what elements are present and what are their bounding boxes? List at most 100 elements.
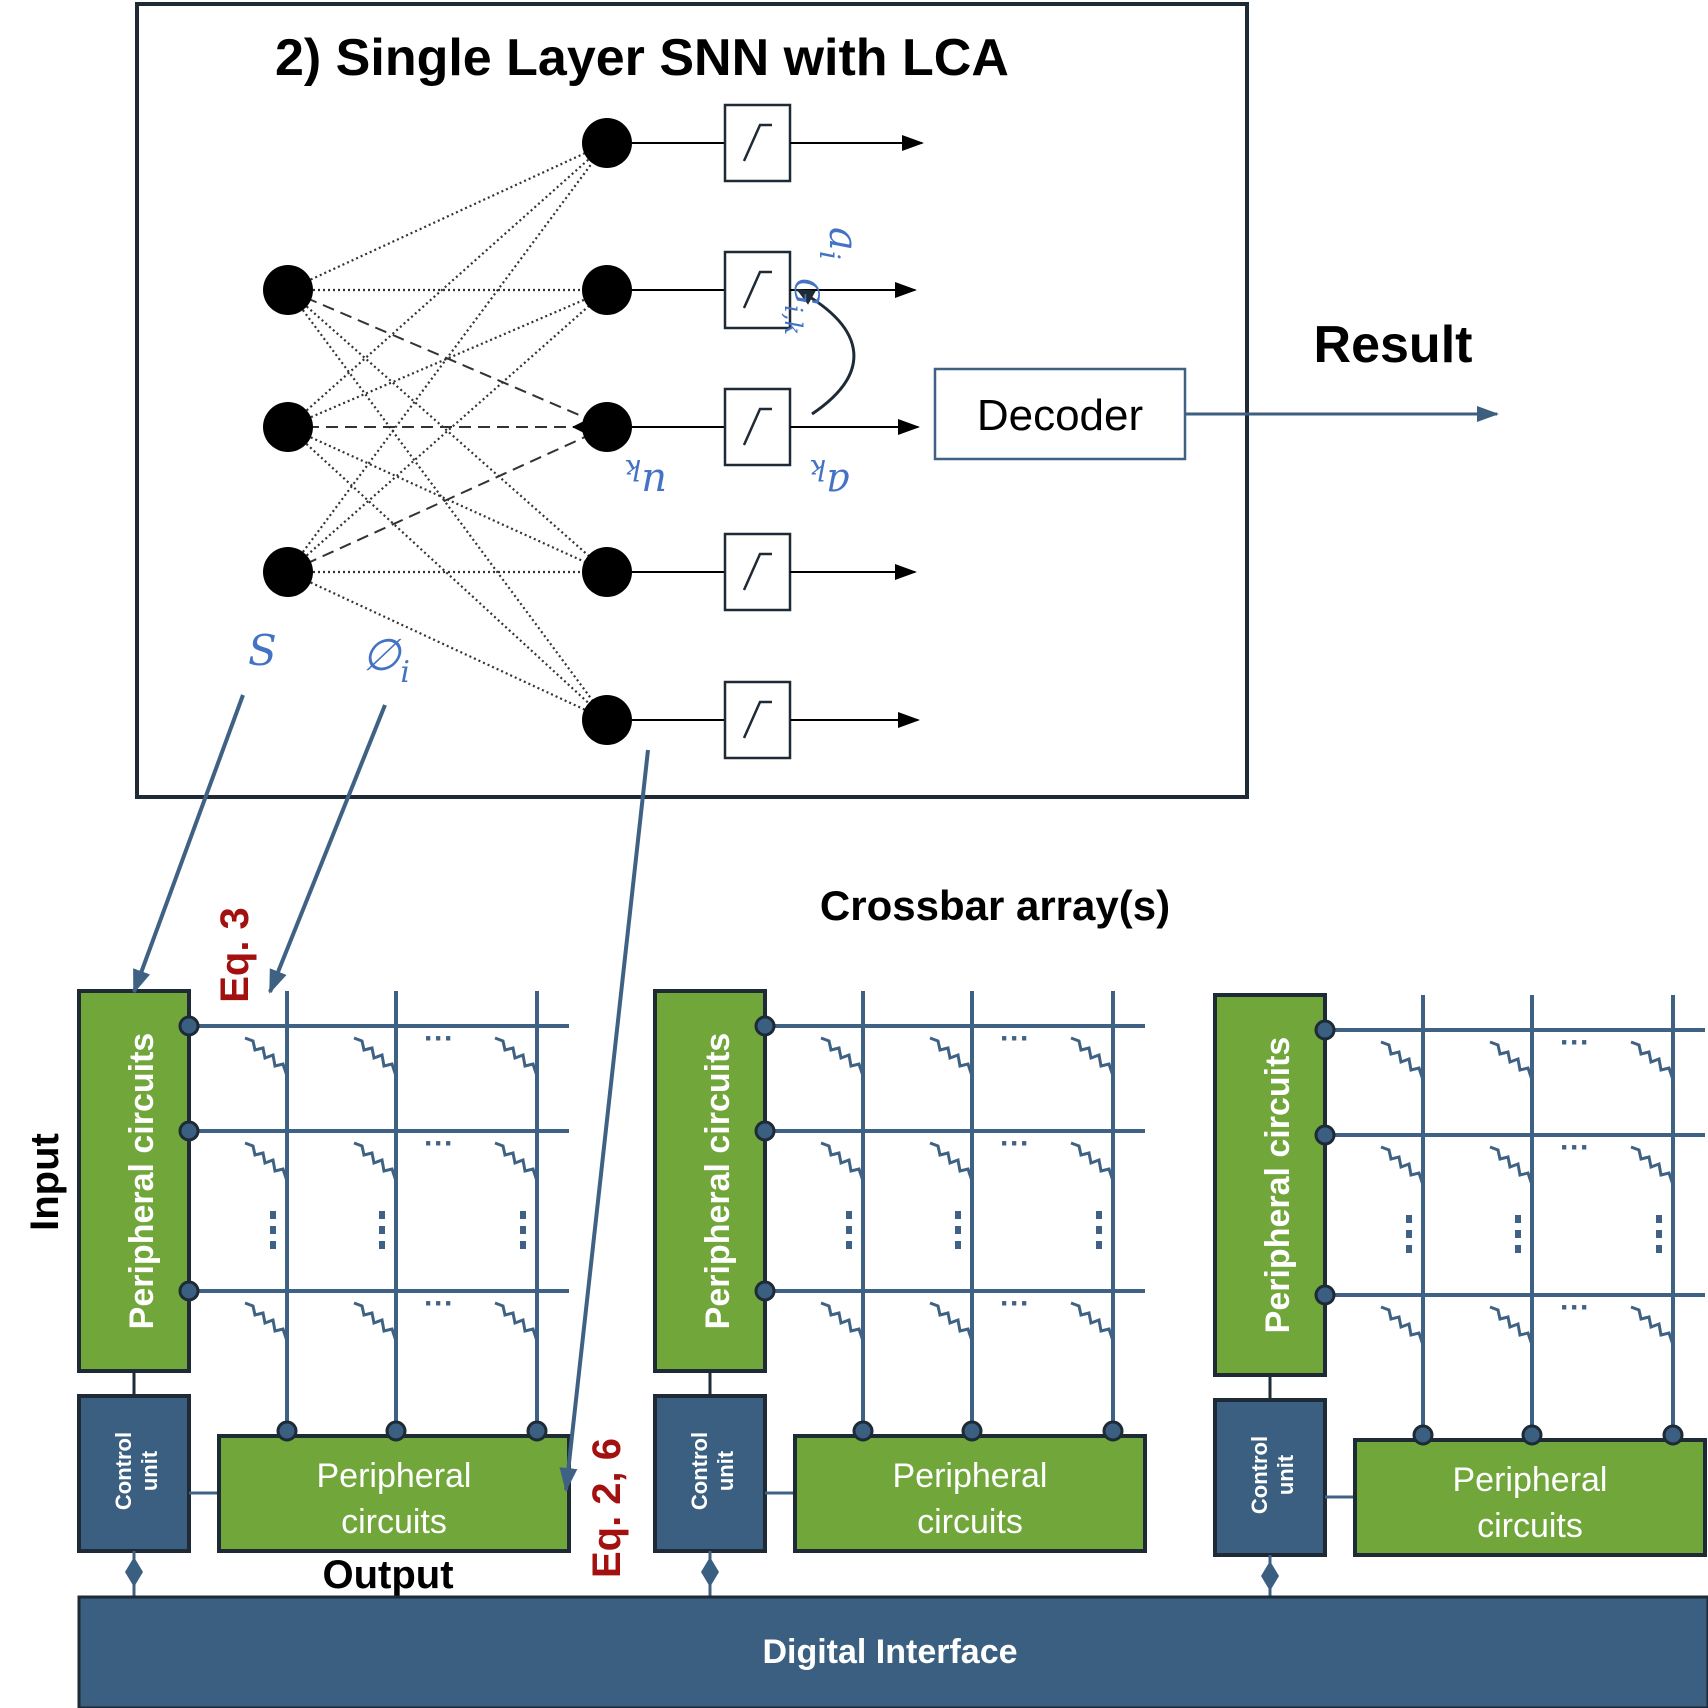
row-terminal	[178, 1015, 200, 1037]
control-label-line2: unit	[713, 1450, 738, 1491]
ellipsis-vertical-dot	[846, 1241, 852, 1249]
control-label-line1: Control	[687, 1432, 712, 1510]
threshold-box	[723, 532, 792, 612]
ellipsis-vertical-dot	[1406, 1245, 1412, 1253]
column-terminal	[1662, 1424, 1684, 1446]
result-label: Result	[1314, 316, 1473, 374]
ellipsis-vertical-dot	[379, 1226, 385, 1234]
memristor-icon	[1070, 1036, 1115, 1077]
memristor-icon	[353, 1141, 398, 1182]
peripheral-bottom-line1: Peripheral	[1453, 1461, 1608, 1499]
memristor-icon	[1489, 1145, 1534, 1186]
row-terminal	[178, 1280, 200, 1302]
row-terminal	[754, 1120, 776, 1142]
symbol-s: S	[248, 626, 277, 675]
peripheral-circuits-bottom	[1353, 1438, 1707, 1557]
peripheral-vertical-label-group: Peripheral circuits	[699, 1033, 737, 1330]
input-neuron	[263, 547, 313, 597]
memristor-icon	[244, 1301, 289, 1342]
memristor-icon	[494, 1301, 539, 1342]
peripheral-bottom-line1: Peripheral	[317, 1457, 472, 1495]
ellipsis-vertical-dot	[520, 1241, 526, 1249]
digital-interface-bar	[77, 1595, 1708, 1708]
bus-diamond-icon	[1261, 1561, 1279, 1591]
peripheral-vertical-label: Peripheral circuits	[123, 1033, 161, 1330]
memristor-icon	[353, 1301, 398, 1342]
synapse-line	[287, 142, 608, 573]
peripheral-vertical-label: Peripheral circuits	[699, 1033, 737, 1330]
eq3-label: Eq. 3	[213, 907, 257, 1003]
control-label-line1: Control	[1247, 1436, 1272, 1514]
snn-panel: 2) Single Layer SNN with LCA Decoder S ∅…	[135, 2, 1249, 799]
ellipsis-vertical-dot	[1096, 1211, 1102, 1219]
memristor-icon	[1489, 1305, 1534, 1346]
bus-diamond-icon	[125, 1557, 143, 1587]
memristor-icon	[1380, 1305, 1425, 1346]
input-neuron	[263, 265, 313, 315]
column-terminal	[526, 1420, 548, 1442]
threshold-function-icon	[742, 270, 772, 309]
eq26-label: Eq. 2, 6	[585, 1438, 629, 1578]
control-unit-box	[653, 1394, 767, 1553]
ellipsis-vertical-dot	[270, 1211, 276, 1219]
memristor-icon	[353, 1036, 398, 1077]
synapse-line	[287, 142, 608, 428]
ellipsis-horizontal: ···	[424, 1022, 454, 1055]
memristor-icon	[1630, 1040, 1675, 1081]
peripheral-vertical-label: Peripheral circuits	[1259, 1037, 1297, 1334]
memristor-icon	[1630, 1145, 1675, 1186]
crossbar-title: Crossbar array(s)	[820, 882, 1170, 929]
output-neuron	[582, 265, 632, 315]
threshold-box	[723, 250, 792, 330]
threshold-function-icon	[742, 552, 772, 591]
svg-text:ak: ak	[809, 453, 850, 506]
ellipsis-horizontal: ···	[424, 1127, 454, 1160]
eq26-label-group: Eq. 2, 6	[585, 1438, 629, 1578]
ellipsis-horizontal: ···	[1560, 1026, 1590, 1059]
column-terminal	[1521, 1424, 1543, 1446]
control-label-line2: unit	[137, 1450, 162, 1491]
output-neuron	[582, 118, 632, 168]
output-label: Output	[322, 1553, 453, 1597]
decoder-box	[933, 367, 1187, 461]
control-unit-box	[1213, 1398, 1327, 1557]
peripheral-circuits-vertical	[1213, 993, 1327, 1377]
peripheral-circuits-bottom	[217, 1434, 571, 1553]
peripheral-bottom-line2: circuits	[1477, 1507, 1583, 1545]
svg-text:Gi,k: Gi,k	[779, 278, 826, 335]
row-terminal	[754, 1280, 776, 1302]
memristor-icon	[929, 1141, 974, 1182]
row-terminal	[1314, 1019, 1336, 1041]
ellipsis-vertical-dot	[955, 1211, 961, 1219]
peripheral-bottom-line2: circuits	[917, 1503, 1023, 1541]
ellipsis-vertical-dot	[1096, 1226, 1102, 1234]
memristor-icon	[929, 1301, 974, 1342]
ellipsis-vertical-dot	[1656, 1230, 1662, 1238]
input-label-group: Input	[23, 1133, 67, 1231]
memristor-icon	[244, 1036, 289, 1077]
symbol-a-i: ai	[813, 227, 866, 260]
column-terminal	[1102, 1420, 1124, 1442]
peripheral-bottom-line2: circuits	[341, 1503, 447, 1541]
ellipsis-vertical-dot	[846, 1226, 852, 1234]
ellipsis-vertical-dot	[1515, 1215, 1521, 1223]
ellipsis-horizontal: ···	[1000, 1127, 1030, 1160]
threshold-function-icon	[742, 123, 772, 162]
memristor-icon	[1070, 1301, 1115, 1342]
peripheral-vertical-label-group: Peripheral circuits	[123, 1033, 161, 1330]
column-terminal	[961, 1420, 983, 1442]
peripheral-bottom-line1: Peripheral	[893, 1457, 1048, 1495]
ellipsis-vertical-dot	[955, 1226, 961, 1234]
control-label-line1: Control	[111, 1432, 136, 1510]
memristor-icon	[244, 1141, 289, 1182]
threshold-box	[723, 387, 792, 467]
lateral-inhibition-arrow	[796, 288, 856, 416]
synapse-line	[287, 142, 608, 291]
memristor-icon	[1380, 1040, 1425, 1081]
